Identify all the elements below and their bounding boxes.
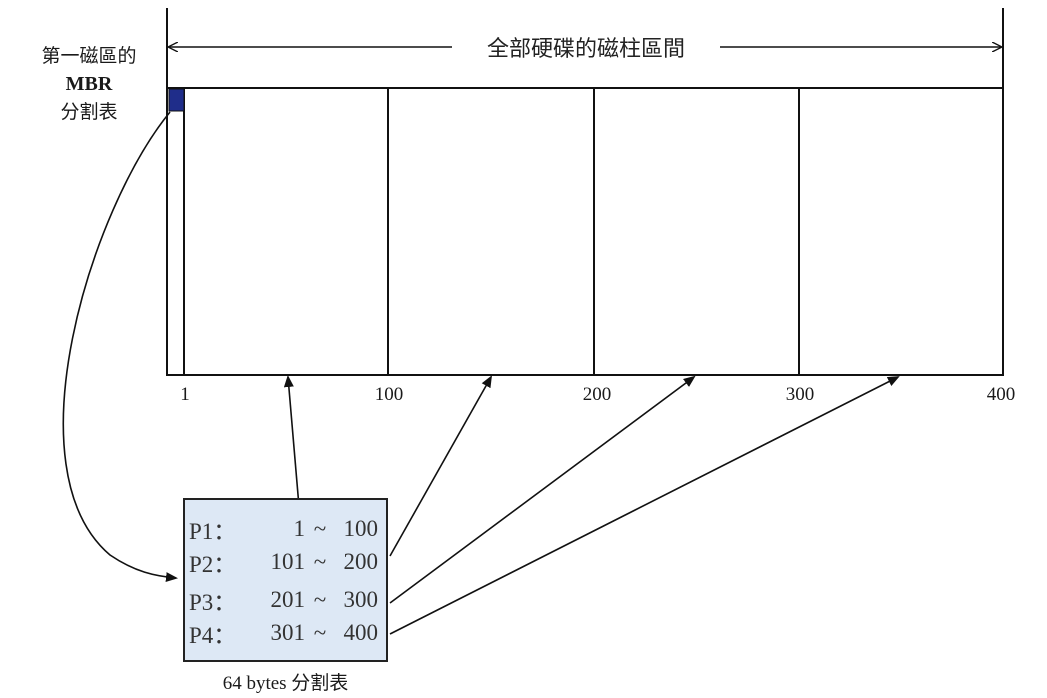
mbr-to-table-arrow bbox=[62, 111, 178, 583]
partition-row-p2: P2： 101 ~ 200 bbox=[189, 547, 378, 577]
row-name: P2： bbox=[189, 552, 237, 577]
partition-row-p1: P1： 1 ~ 100 bbox=[189, 514, 378, 544]
p3-arrow bbox=[389, 375, 696, 604]
diagram-title: 全部硬碟的磁柱區間 bbox=[487, 37, 685, 62]
row-start: 101 bbox=[270, 549, 306, 574]
partition-row-p3: P3： 201 ~ 300 bbox=[189, 585, 378, 615]
row-start: 201 bbox=[270, 587, 306, 612]
tick-100: 100 bbox=[375, 384, 404, 405]
partition-table: P1： 1 ~ 100 P2： 101 ~ 200 P3： 201 ~ 300 … bbox=[183, 498, 388, 662]
tick-200: 200 bbox=[583, 384, 612, 405]
tick-300: 300 bbox=[786, 384, 815, 405]
row-end: 400 bbox=[343, 620, 379, 645]
row-sep: ~ bbox=[313, 549, 327, 574]
row-sep: ~ bbox=[313, 620, 327, 645]
row-start: 301 bbox=[270, 620, 306, 645]
row-name: P3： bbox=[189, 590, 237, 615]
mbr-label-line1: 第一磁區的 bbox=[41, 45, 137, 67]
row-sep: ~ bbox=[313, 516, 327, 541]
partition-row-p4: P4： 301 ~ 400 bbox=[189, 618, 378, 648]
row-name: P1： bbox=[189, 519, 237, 544]
row-end: 200 bbox=[343, 549, 379, 574]
mbr-label-line2: MBR bbox=[65, 73, 113, 95]
mbr-block bbox=[168, 88, 185, 112]
mbr-label-line3: 分割表 bbox=[60, 101, 118, 123]
p2-arrow bbox=[389, 375, 492, 557]
row-name: P4： bbox=[189, 623, 237, 648]
row-end: 100 bbox=[343, 516, 379, 541]
tick-400: 400 bbox=[987, 384, 1016, 405]
row-sep: ~ bbox=[313, 587, 327, 612]
mbr-label: 第一磁區的 MBR 分割表 bbox=[14, 42, 164, 126]
row-start: 1 bbox=[293, 516, 306, 541]
row-end: 300 bbox=[343, 587, 379, 612]
partition-table-caption: 64 bytes 分割表 bbox=[222, 673, 349, 694]
tick-1: 1 bbox=[180, 384, 190, 405]
p4-arrow bbox=[389, 376, 900, 635]
